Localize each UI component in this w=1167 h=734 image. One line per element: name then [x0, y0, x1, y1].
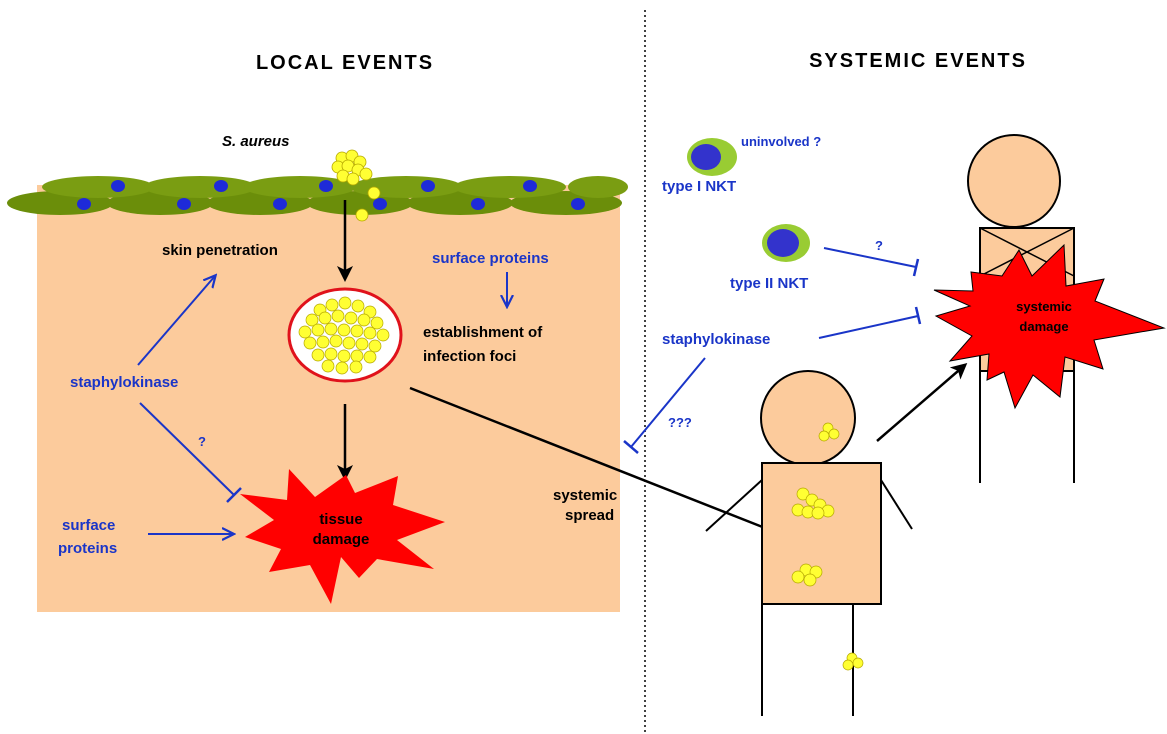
surface-proteins-top-label: surface proteins: [432, 250, 549, 267]
systemic-spread-line1: systemic: [553, 487, 617, 504]
type2-nkt-label: type II NKT: [730, 275, 808, 292]
staphylokinase-systemic-inhibition-line: [819, 316, 918, 338]
systemic-damage-line2: damage: [1019, 319, 1068, 334]
type2-nkt-inhibition-line: [824, 248, 916, 267]
progression-arrow: [877, 365, 965, 441]
s-aureus-label: S. aureus: [222, 133, 290, 150]
establishment-label-line2: infection foci: [423, 348, 516, 365]
question-triple-label: ???: [668, 415, 692, 430]
surface-proteins-bottom-line2: proteins: [58, 540, 117, 557]
heading-systemic-events: SYSTEMIC EVENTS: [809, 50, 1027, 72]
uninvolved-label: uninvolved ?: [741, 134, 821, 149]
establishment-label-line1: establishment of: [423, 324, 543, 341]
staphylokinase-systemic-label: staphylokinase: [662, 331, 770, 348]
surface-proteins-bottom-line1: surface: [62, 517, 115, 534]
tissue-damage-line1: tissue: [319, 511, 362, 528]
type1-nkt-cell: [687, 138, 737, 176]
systemic-damage-line1: systemic: [1016, 299, 1072, 314]
tissue-damage-line2: damage: [313, 531, 370, 548]
epithelial-cells-top-row: [42, 176, 628, 198]
staphylokinase-local-label: staphylokinase: [70, 374, 178, 391]
type2-nkt-cell: [762, 224, 810, 262]
staphylokinase-spread-inhibition-bar: [624, 441, 638, 453]
infection-focus: [289, 289, 401, 381]
question-type2-label: ?: [875, 238, 883, 253]
epithelium-layer: [7, 176, 628, 215]
heading-local-events: LOCAL EVENTS: [256, 52, 434, 74]
skin-penetration-label: skin penetration: [162, 242, 278, 259]
systemic-spread-line2: spread: [565, 507, 614, 524]
infected-person-figure: [706, 371, 912, 716]
type1-nkt-label: type I NKT: [662, 178, 736, 195]
staphylokinase-spread-inhibition-line: [631, 358, 705, 447]
question-local-label: ?: [198, 434, 206, 449]
